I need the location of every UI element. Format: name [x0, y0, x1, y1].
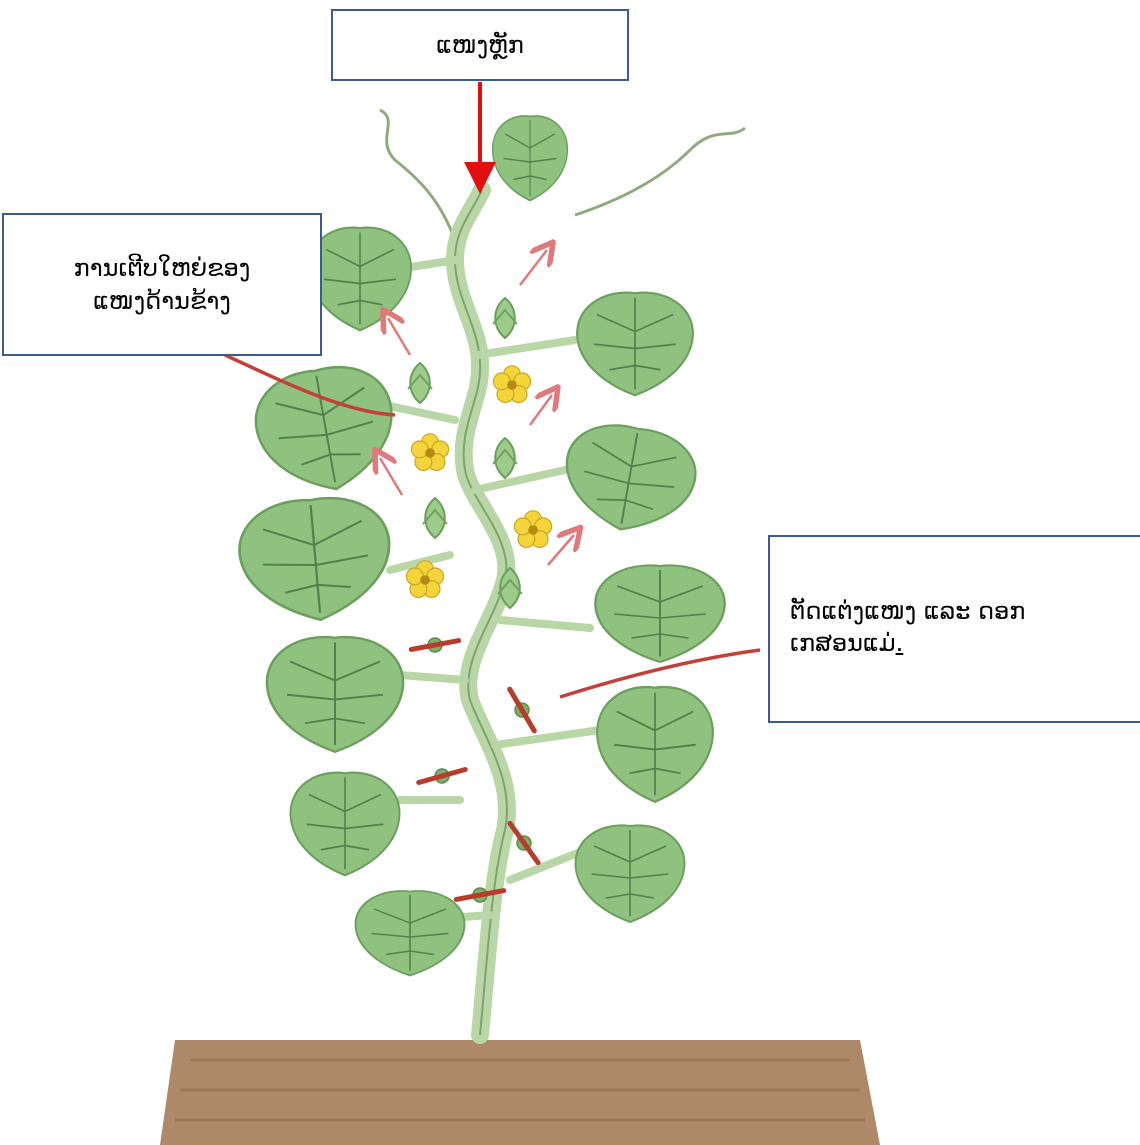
leaf-low-right-2	[576, 825, 685, 922]
leaf-low-right-1	[597, 687, 713, 802]
tendril-left	[380, 110, 455, 240]
prune-label-box: ຕັດແຕ່ງແໜງ ແລະ ດອກ ເກສອນແມ່.	[768, 535, 1140, 723]
leaf-mid-right-1	[557, 417, 702, 541]
leaf-bottom-left	[356, 891, 465, 976]
main-stem-label-box: ແໜງຫຼັກ	[331, 9, 629, 81]
side-growth-label-line2: ແໜງດ້ານຂ້າງ	[52, 285, 272, 317]
leaf-mid-left-2	[236, 493, 396, 626]
side-growth-label-box: ການເຕີບໃຫຍ່ຂອງ ແໜງດ້ານຂ້າງ	[2, 213, 322, 356]
prune-label-line2: ເກສອນແມ່	[790, 629, 896, 657]
yellow-flower-icon	[493, 366, 530, 403]
side-bud	[493, 298, 517, 338]
prune-label-line1: ຕັດແຕ່ງແໜງ ແລະ ດອກ	[790, 595, 1140, 627]
side-bud	[408, 363, 432, 403]
prune-label-line2-tail: .	[896, 629, 904, 657]
leaf-mid-right-2	[595, 565, 724, 662]
cut-mark-icon	[411, 624, 459, 666]
leaf-low-left-1	[267, 637, 403, 752]
cut-mark-icon	[419, 754, 466, 798]
cut-mark-icon	[498, 689, 546, 731]
side-growth-label-line1: ການເຕີບໃຫຍ່ຂອງ	[52, 252, 272, 284]
leaf-upper-left	[309, 228, 411, 331]
tendril-right	[575, 128, 745, 215]
yellow-flower-icon	[514, 511, 551, 548]
prune-label-line2-wrap: ເກສອນແມ່.	[790, 627, 1140, 659]
leaf-mid-left-1	[248, 358, 403, 501]
leaf-upper-right	[577, 293, 693, 396]
soil-bed	[160, 1040, 880, 1145]
yellow-flower-icon	[411, 434, 448, 471]
main-stem-label: ແໜງຫຼັກ	[436, 29, 524, 61]
side-bud	[493, 438, 517, 478]
side-bud	[423, 498, 447, 538]
leaf-low-left-2	[291, 773, 400, 876]
leaf-top	[493, 116, 568, 201]
